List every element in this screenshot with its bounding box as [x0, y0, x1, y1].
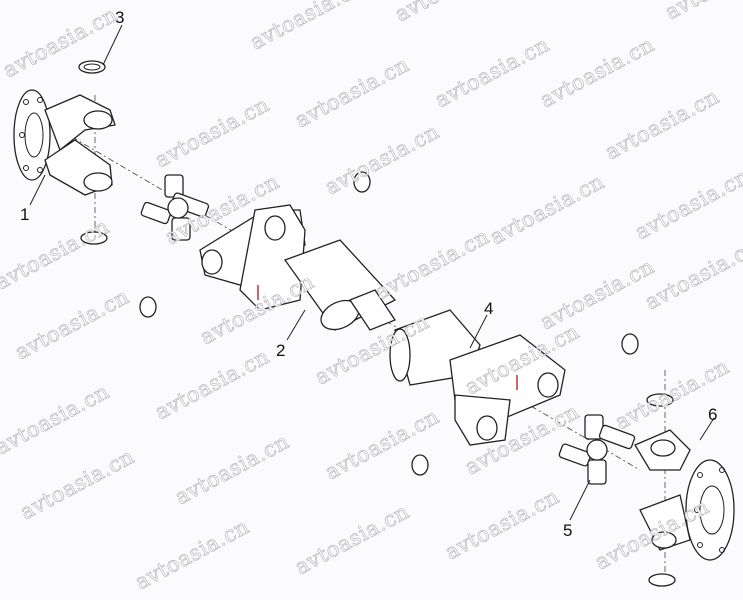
- snap-ring: [353, 171, 371, 193]
- callout-1: 1: [20, 205, 29, 224]
- callout-5: 5: [563, 521, 572, 540]
- watermark-text: avtoasia.cn: [661, 0, 743, 24]
- watermark-text: avtoasia.cn: [0, 379, 113, 459]
- watermark-text: avtoasia.cn: [291, 499, 413, 579]
- part-3-snap-ring: [78, 60, 106, 74]
- watermark-text: avtoasia.cn: [0, 214, 113, 294]
- part-6-flange-yoke: [634, 429, 735, 561]
- universal-joint-cross-left: [140, 174, 210, 241]
- watermark-text: avtoasia.cn: [601, 84, 723, 164]
- watermark-text: avtoasia.cn: [431, 32, 553, 112]
- callout-4: 4: [484, 299, 493, 318]
- watermark-text: avtoasia.cn: [486, 169, 608, 249]
- watermark-text: avtoasia.cn: [16, 444, 138, 524]
- callout-2: 2: [276, 341, 285, 360]
- watermark-text: avtoasia.cn: [171, 429, 293, 509]
- snap-ring: [80, 231, 108, 245]
- watermark-text: avtoasia.cn: [441, 484, 563, 564]
- watermark-text: avtoasia.cn: [536, 254, 658, 334]
- snap-ring: [621, 333, 639, 355]
- part-1-flange-yoke: [13, 89, 116, 196]
- snap-ring: [411, 454, 429, 476]
- watermark-text: avtoasia.cn: [131, 514, 253, 594]
- watermark-text: avtoasia.cn: [11, 284, 133, 364]
- watermark-text: avtoasia.cn: [151, 344, 273, 424]
- watermark-text: avtoasia.cn: [321, 119, 443, 199]
- watermark-text: avtoasia.cn: [291, 52, 413, 132]
- watermark-text: avtoasia.cn: [246, 0, 368, 54]
- watermark-text: avtoasia.cn: [391, 0, 513, 26]
- watermark-text: avtoasia.cn: [151, 92, 273, 172]
- snap-ring: [139, 296, 157, 318]
- callout-6: 6: [708, 405, 717, 424]
- part-4-tube-yoke: [389, 309, 566, 446]
- watermark-text: avtoasia.cn: [536, 32, 658, 112]
- part-5-universal-joint-cross: [558, 414, 636, 485]
- callout-3: 3: [115, 8, 124, 27]
- watermark-text: avtoasia.cn: [371, 224, 493, 304]
- watermark-text: avtoasia.cn: [631, 164, 743, 244]
- leader-lines: [29, 24, 715, 521]
- snap-ring: [648, 573, 676, 587]
- snap-ring: [646, 393, 674, 407]
- part-2-slip-yoke: [199, 204, 397, 331]
